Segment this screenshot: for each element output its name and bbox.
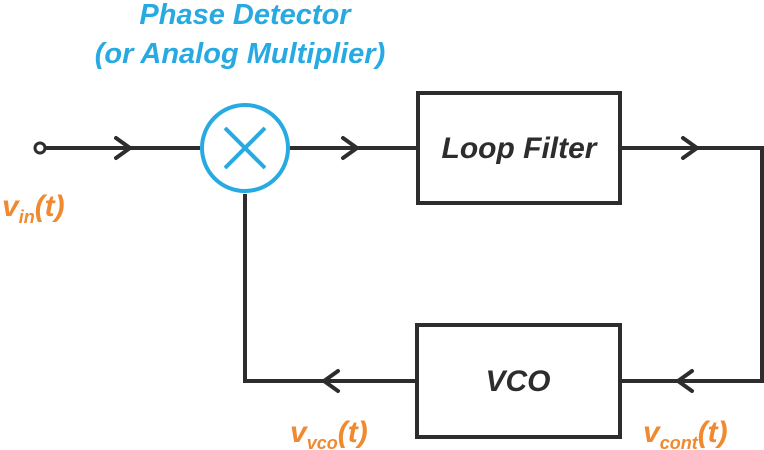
wire-vco-feedback xyxy=(243,194,417,383)
arrow-right-icon xyxy=(341,136,359,160)
vco-block: VCO xyxy=(415,323,622,439)
wires xyxy=(45,146,764,383)
title-line-1: Phase Detector xyxy=(139,0,352,31)
signal-label-vvco: vvco(t) xyxy=(290,416,368,450)
arrow-right-icon xyxy=(114,136,132,160)
arrow-left-icon xyxy=(322,369,340,393)
loop-filter-label: Loop Filter xyxy=(442,132,599,165)
vco-label: VCO xyxy=(485,365,550,398)
wire-filter-to-vco xyxy=(620,146,764,383)
title-line-2: (or Analog Multiplier) xyxy=(95,38,386,70)
loop-filter-block: Loop Filter xyxy=(416,91,622,205)
input-terminal-icon xyxy=(33,141,47,155)
signal-label-vcont: vcont(t) xyxy=(643,416,728,450)
arrow-left-icon xyxy=(676,369,694,393)
signal-label-vin: vin(t) xyxy=(2,190,65,227)
phase-detector xyxy=(200,103,290,193)
arrow-right-icon xyxy=(681,136,699,160)
